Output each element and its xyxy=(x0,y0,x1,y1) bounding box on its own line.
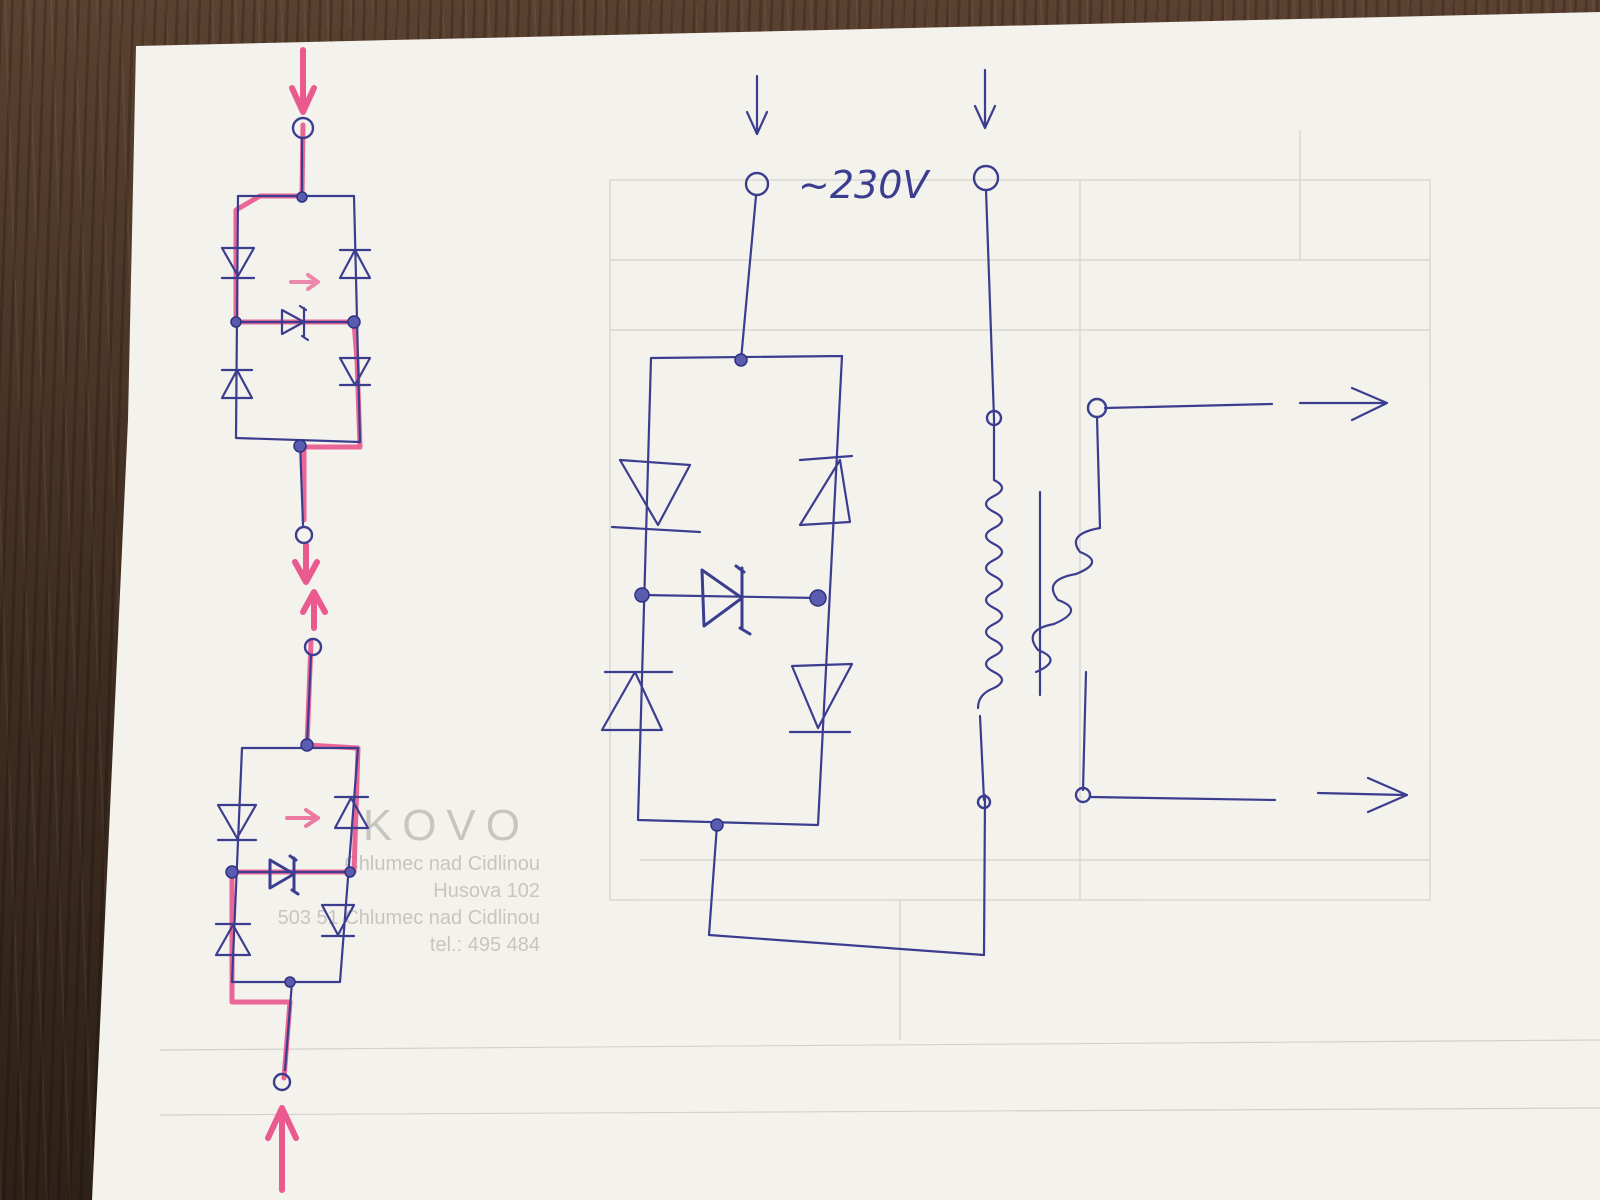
pink-arrow-top xyxy=(289,47,317,115)
wire-secondary-bottom xyxy=(1081,670,1088,792)
bleed-line-2: Husova 102 xyxy=(433,880,540,902)
zener-lower-middle xyxy=(268,854,300,896)
wire-primary-bottom xyxy=(978,714,986,802)
pink-arrow-upper-bridge xyxy=(289,273,320,291)
terminal-primary-bottom xyxy=(976,794,992,810)
wire-secondary-top xyxy=(1095,415,1102,530)
main-circuit-sketch: ~230V xyxy=(600,68,1409,957)
secondary-coil xyxy=(1031,526,1102,674)
zener-main-middle xyxy=(700,564,752,636)
pink-arrow-bottom xyxy=(265,1105,299,1193)
wire-primary-top xyxy=(984,188,996,482)
pink-arrow-mid-up xyxy=(300,589,328,631)
diode-upper-left-bottom xyxy=(220,368,254,400)
output-line-top xyxy=(1103,386,1389,422)
terminal-left-mid-2 xyxy=(303,637,323,657)
node-main-bottom xyxy=(710,818,724,832)
node-main-top xyxy=(734,353,748,367)
voltage-label: ~230V xyxy=(798,163,931,207)
zener-upper-middle xyxy=(280,304,310,342)
diode-lower-right-top xyxy=(333,795,370,830)
diode-main-upper-left xyxy=(610,458,702,534)
node-main-right xyxy=(809,589,827,607)
diode-upper-right-top xyxy=(338,248,372,280)
node-lower-left xyxy=(225,865,239,879)
terminal-left-mid-1 xyxy=(294,525,314,545)
node-upper-right xyxy=(347,315,361,329)
terminal-secondary-bottom xyxy=(1074,786,1092,804)
pink-arrow-mid-down xyxy=(292,542,320,585)
input-arrow-right xyxy=(973,68,997,130)
node-upper-bottom xyxy=(293,439,307,453)
bleed-line-4: tel.: 495 484 xyxy=(430,934,540,956)
node-lower-bottom xyxy=(284,976,296,988)
bleed-brand: KOVO xyxy=(363,801,530,850)
node-main-left xyxy=(634,587,650,603)
wire-bridge-output xyxy=(707,793,987,957)
paper-sheet xyxy=(92,12,1600,1200)
bleed-line-1: Chlumec nad Cidlinou xyxy=(344,853,540,875)
node-upper-top xyxy=(296,191,308,203)
diode-main-upper-right xyxy=(798,454,854,527)
diode-upper-left-top xyxy=(220,246,256,280)
node-lower-right xyxy=(344,866,356,878)
diode-main-lower-right xyxy=(788,662,854,734)
diode-lower-left-top xyxy=(216,803,258,842)
output-line-bottom xyxy=(1088,776,1409,814)
left-bridge-sketch xyxy=(214,47,372,1193)
pink-arrow-lower-bridge xyxy=(285,808,320,828)
terminal-left-bottom xyxy=(272,1072,292,1092)
terminal-input-left xyxy=(744,171,770,197)
primary-coil xyxy=(976,478,1004,710)
diode-main-lower-left xyxy=(600,670,674,732)
node-lower-top xyxy=(300,738,314,752)
terminal-primary-top xyxy=(985,409,1003,427)
wire-input-to-bridge xyxy=(739,194,758,362)
diode-lower-right-bottom xyxy=(320,903,356,938)
bleed-line-3: 503 51 Chlumec nad Cidlinou xyxy=(278,907,540,929)
diode-lower-left-bottom xyxy=(214,922,252,957)
node-upper-left xyxy=(230,316,242,328)
input-arrow-left xyxy=(745,74,769,136)
diode-upper-right-bottom xyxy=(338,356,372,387)
